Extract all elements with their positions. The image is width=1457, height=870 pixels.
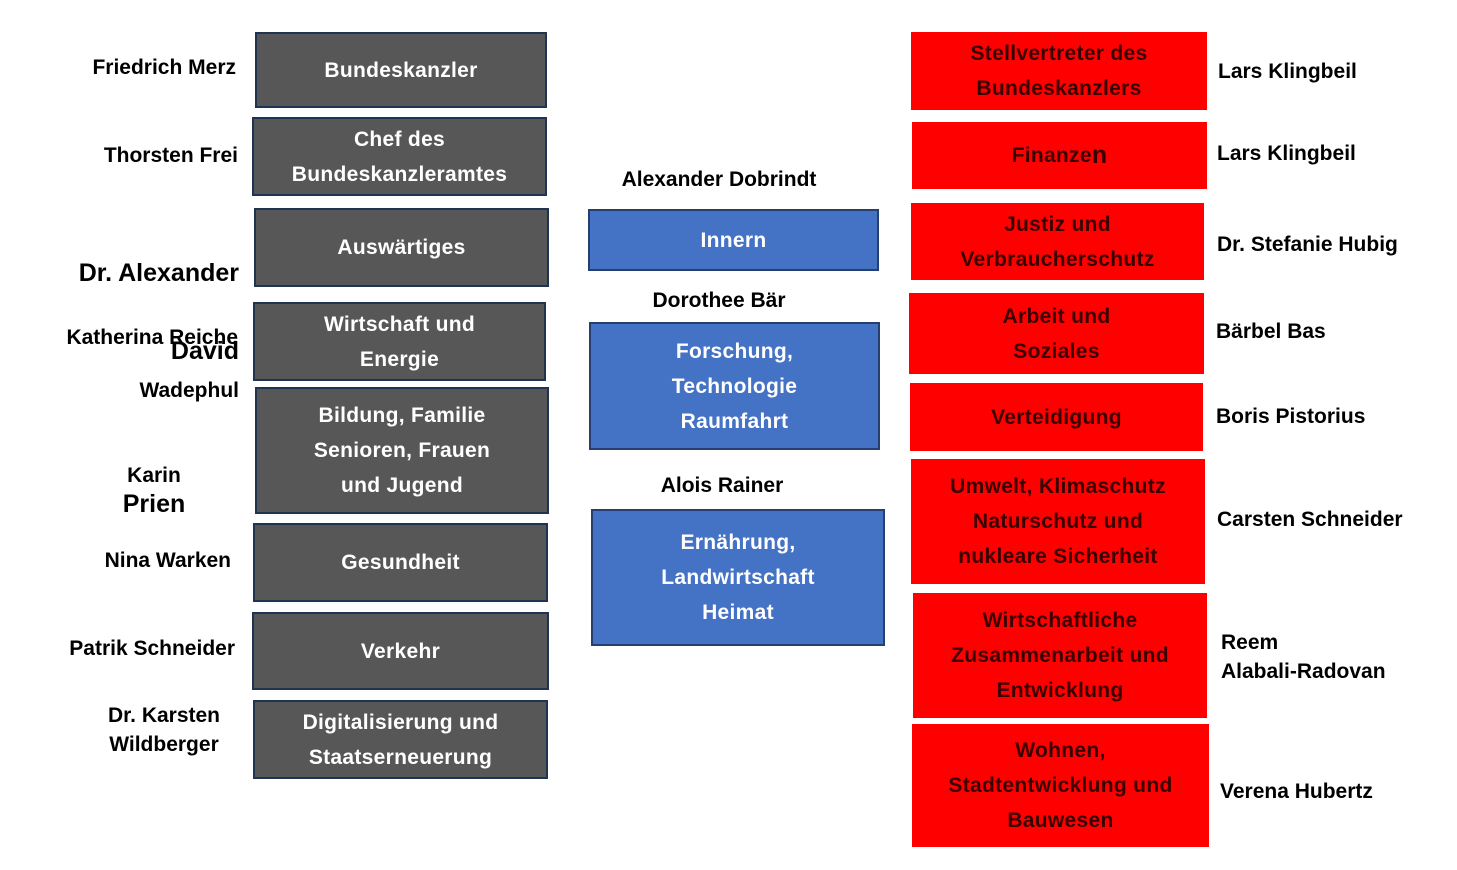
ministry-box-forschung: Forschung, Technologie Raumfahrt <box>589 322 880 450</box>
ministry-box-verteidigung: Verteidigung <box>910 383 1203 451</box>
minister-name: Bärbel Bas <box>1216 320 1326 343</box>
ministry-box-innern: Innern <box>588 209 879 271</box>
ministry-label-part: Finanze <box>1011 144 1092 167</box>
ministry-box-chef-bundeskanzleramt: Chef des Bundeskanzleramtes <box>252 117 547 196</box>
minister-name: Verena Hubertz <box>1220 780 1373 803</box>
minister-name: Thorsten Frei <box>103 144 238 167</box>
minister-name: Nina Warken <box>104 549 231 572</box>
minister-name: Lars Klingbeil <box>1218 60 1357 83</box>
minister-name: Dr. Karsten Wildberger <box>107 704 221 756</box>
ministry-box-digitalisierung: Digitalisierung und Staatserneuerung <box>253 700 548 779</box>
ministry-box-stellvertreter: Stellvertreter des Bundeskanzlers <box>911 32 1207 110</box>
ministry-box-auswaertiges: Auswärtiges <box>254 208 549 287</box>
minister-name: Alois Rainer <box>660 474 784 497</box>
minister-name: Alexander Dobrindt <box>621 168 817 191</box>
minister-name: Friedrich Merz <box>92 56 236 79</box>
minister-name: Boris Pistorius <box>1216 405 1366 428</box>
minister-name: Karin Prien <box>70 432 238 520</box>
minister-name-part: David <box>170 337 239 365</box>
ministry-box-ernaehrung: Ernährung, Landwirtschaft Heimat <box>591 509 885 646</box>
minister-name-part: Wadephul <box>139 379 239 402</box>
minister-name: Lars Klingbeil <box>1217 142 1356 165</box>
ministry-box-bildung-familie: Bildung, Familie Senioren, Frauen und Ju… <box>255 387 549 514</box>
ministry-box-wohnen: Wohnen, Stadtentwicklung und Bauwesen <box>912 724 1209 847</box>
ministry-label-part: n <box>1091 141 1108 169</box>
minister-name-part: Karin <box>127 464 181 487</box>
ministry-box-wirtschaft-energie: Wirtschaft und Energie <box>253 302 546 381</box>
ministry-box-gesundheit: Gesundheit <box>253 523 548 602</box>
minister-name: Dr. Alexander David Wadephul <box>20 216 239 410</box>
ministry-box-arbeit-soziales: Arbeit und Soziales <box>909 293 1204 374</box>
minister-name: Patrik Schneider <box>69 637 235 660</box>
minister-name: Katherina Reiche <box>66 326 238 349</box>
minister-name: Dorothee Bär <box>652 289 786 312</box>
ministry-box-umwelt: Umwelt, Klimaschutz Naturschutz und nukl… <box>911 459 1205 584</box>
ministry-box-verkehr: Verkehr <box>252 612 549 690</box>
ministry-box-justiz: Justiz und Verbraucherschutz <box>911 203 1204 280</box>
minister-name: Dr. Stefanie Hubig <box>1217 233 1398 256</box>
minister-name: Reem Alabali-Radovan <box>1221 631 1386 683</box>
minister-name-part: Prien <box>122 490 186 518</box>
minister-name-part: Dr. Alexander <box>78 259 239 287</box>
ministry-box-bundeskanzler: Bundeskanzler <box>255 32 547 108</box>
ministry-box-wirtschaftliche-zusammenarbeit: Wirtschaftliche Zusammenarbeit und Entwi… <box>913 593 1207 718</box>
minister-name: Carsten Schneider <box>1217 508 1403 531</box>
